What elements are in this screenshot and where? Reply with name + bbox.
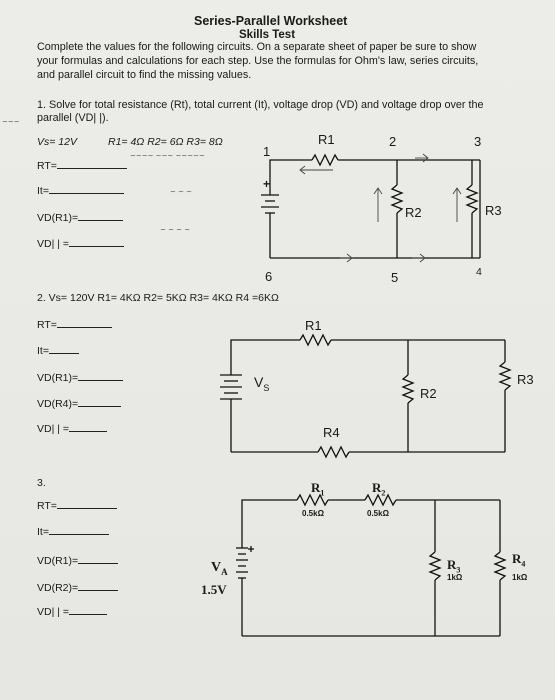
problem1-battery-plus: + [263,177,271,191]
problem3-number: 3. [37,477,46,489]
problem3-circuit [236,493,507,637]
problem2-r1-resistor [299,333,332,347]
problem2-r4-resistor [317,445,350,459]
problem1-rt-field[interactable]: RT= [37,160,127,172]
problem3-r2-resistor [364,493,397,507]
problem1-battery [261,194,279,214]
problem1-r3-resistor [465,184,479,214]
problem2-r2-resistor [401,374,415,404]
problem2-r3-label: R3 [517,372,534,387]
problem2-r4-label: R4 [323,425,340,440]
problem1-source-voltage: Vs= 12V [37,136,77,148]
problem3-r4-resistor [493,551,507,581]
problem2-r3-resistor [498,361,512,391]
problem1-r2-resistor [390,184,404,214]
problem1-vdr1-field[interactable]: VD(R1)= [37,212,124,224]
worksheet-subtitle: Skills Test [239,29,296,41]
problem2-given-values: 2. Vs= 120V R1= 4KΩ R2= 5KΩ R3= 4KΩ R4 =… [37,292,279,304]
node-label-3: 3 [474,134,482,149]
problem2-vs-label: VS [254,374,270,393]
node-label-2: 2 [389,134,397,149]
problem1-circuit [261,153,481,263]
problem3-r1-value: 0.5kΩ [302,509,324,518]
problem3-r4-label: R4 [512,551,526,569]
problem3-r1-label: R1 [311,480,325,498]
worksheet-title: Series-Parallel Worksheet [194,14,348,28]
problem2-vdr4-field[interactable]: VD(R4)= [37,398,122,410]
problem3-r2-label: R2 [372,480,386,498]
problem3-vdr1-field[interactable]: VD(R1)= [37,555,119,567]
pencil-note-relationship: ~~~~ ~~~ ~~~~~ [130,152,205,160]
problem3-r3-value: 1kΩ [447,573,463,582]
problem3-r2-value: 0.5kΩ [367,509,389,518]
node-label-5: 5 [391,270,399,285]
problem1-vdparallel-field[interactable]: VD| | = [37,238,125,250]
problem3-r1-resistor [296,493,329,507]
problem1-prompt-line1: 1. Solve for total resistance (Rt), tota… [37,99,484,111]
problem2-rt-field[interactable]: RT= [37,319,112,331]
problem3-r4-value: 1kΩ [512,573,528,582]
problem2-vdr1-field[interactable]: VD(R1)= [37,372,124,384]
problem1-prompt-line2: parallel (VD| |). [37,112,109,124]
margin-pencil-note: ~~~ [2,118,20,126]
problem3-r3-label: R3 [447,557,461,575]
problem3-rt-field[interactable]: RT= [37,500,117,512]
problem2-it-field[interactable]: It= [37,345,79,357]
problem1-r1-resistor [311,153,339,167]
problem2-r2-label: R2 [420,386,437,401]
problem1-it-field[interactable]: It= [37,185,124,197]
problem2-vdparallel-field[interactable]: VD| | = [37,423,108,435]
problem1-r1-label: R1 [318,132,335,147]
pencil-note-fraction: ~ ~ ~ [170,188,193,196]
problem3-va-value: 1.5V [201,582,227,597]
problem3-va-label: VA [211,560,228,577]
problem3-r3-resistor [428,551,442,581]
instructions-paragraph: Complete the values for the following ci… [37,41,479,81]
problem1-r2-label: R2 [405,205,422,220]
problem3-vdr2-field[interactable]: VD(R2)= [37,582,119,594]
node-label-6: 6 [265,269,273,284]
problem2-battery [220,374,242,400]
problem2-r1-label: R1 [305,318,322,333]
problem3-vdparallel-field[interactable]: VD| | = [37,606,108,618]
pencil-note-fraction-2: ~ ~ ~ ~ [160,226,191,234]
node-label-4: 4 [476,266,482,278]
node-label-1: 1 [263,144,271,159]
problem1-r3-label: R3 [485,203,502,218]
problem2-circuit [220,333,512,459]
problem1-resistor-values: R1= 4Ω R2= 6Ω R3= 8Ω [108,136,223,148]
problem3-it-field[interactable]: It= [37,526,109,538]
problem3-battery [236,547,248,579]
